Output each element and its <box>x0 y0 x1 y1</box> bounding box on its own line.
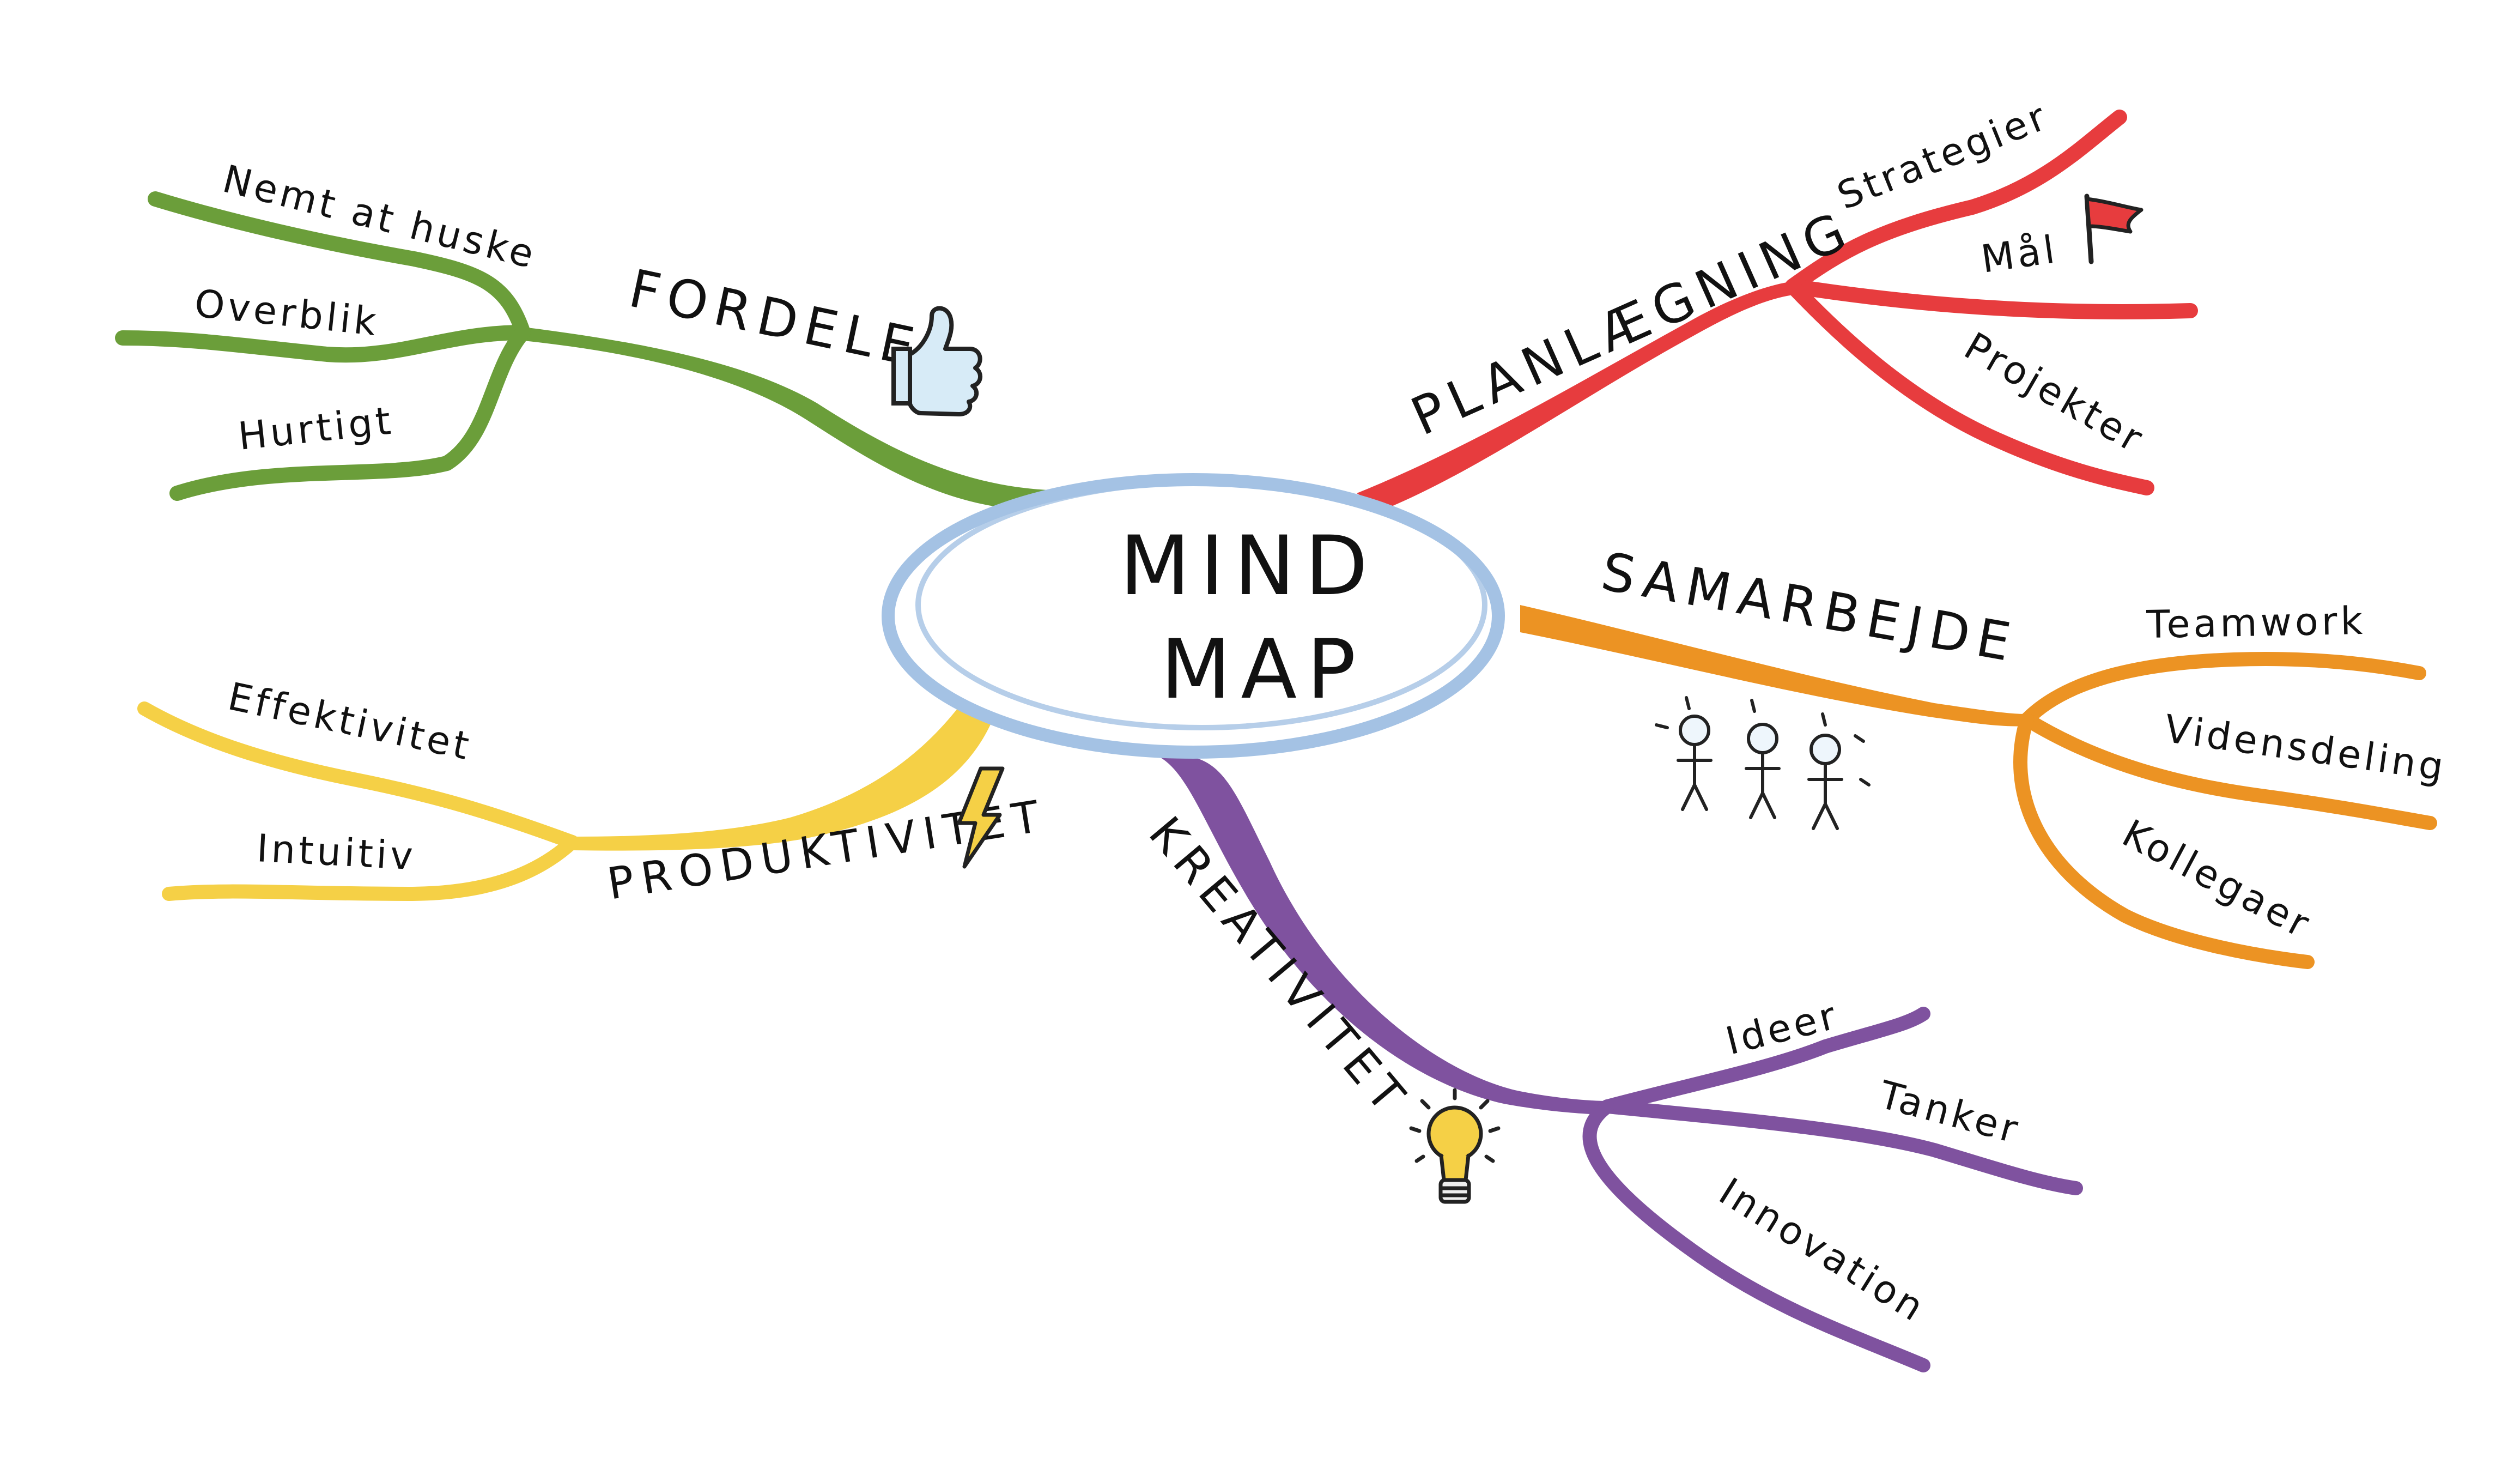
fordele-leaf-line-1 <box>148 191 531 340</box>
kreativitet-leaf-line-3 <box>1582 1099 1930 1372</box>
kreativitet-main-branch <box>1161 755 1607 1115</box>
samarbejde-leaf-line-2 <box>2020 712 2437 830</box>
produktivitet-main-branch <box>572 684 997 851</box>
planlaegning-leaf-1: Strategier <box>1831 93 2055 219</box>
center-ellipse-outer <box>882 473 1505 759</box>
center-title-line-2: MAP <box>1161 622 1366 717</box>
fordele-leaf-line-3 <box>169 325 531 501</box>
produktivitet-leaf-2: Intuitiv <box>256 826 417 879</box>
lightbulb-icon <box>1409 1088 1501 1204</box>
kreativitet-label: KREATIVITET <box>1139 807 1420 1127</box>
person-1-icon <box>1677 715 1713 811</box>
fordele-leaf-3: Hurtigt <box>236 398 396 459</box>
planlaegning-leaf-2: Mål <box>1978 227 2061 282</box>
kreativitet-leaf-3: Innovation <box>1711 1169 1934 1332</box>
planlaegning-main-branch <box>1357 281 1798 510</box>
samarbejde-leaf-2: Vidensdeling <box>2162 706 2450 790</box>
branch-fordele: FORDELE Nemt at huske Overblik Hurtigt <box>115 156 1068 511</box>
center-ellipse-inner <box>915 480 1487 730</box>
kreativitet-leaf-line-2 <box>1600 1099 2083 1195</box>
fordele-leaf-2: Overblik <box>192 281 381 344</box>
branch-planlaegning: PLANLÆGNING Strategier Mål Projekter <box>1357 93 2198 510</box>
people-icon <box>1655 696 1871 830</box>
samarbejde-leaf-1: Teamwork <box>2146 598 2366 647</box>
person-3-icon <box>1807 734 1843 830</box>
center-node: MIND MAP <box>882 473 1505 759</box>
lightning-icon <box>957 766 1005 869</box>
branch-produktivitet: PRODUKTIVITET Effektivitet Intuitiv <box>137 674 1050 910</box>
fordele-main-branch <box>523 327 1068 511</box>
samarbejde-main-branch <box>1520 605 2027 727</box>
thumbs-up-icon <box>891 306 982 416</box>
samarbejde-leaf-line-1 <box>2020 652 2426 727</box>
center-title-line-1: MIND <box>1120 519 1377 614</box>
planlaegning-leaf-line-1 <box>1785 110 2127 294</box>
produktivitet-leaf-line-1 <box>137 701 579 849</box>
person-2-icon <box>1745 723 1781 819</box>
produktivitet-leaf-line-2 <box>162 835 579 901</box>
planlaegning-label: PLANLÆGNING <box>1402 198 1862 447</box>
samarbejde-leaf-line-3 <box>2013 712 2315 969</box>
fordele-leaf-line-2 <box>115 325 531 363</box>
flag-icon <box>2084 193 2143 264</box>
branch-samarbejde: SAMARBEJDE Teamwork Vidensdeling Kollega… <box>1520 541 2450 969</box>
planlaegning-leaf-line-3 <box>1785 279 2154 495</box>
planlaegning-leaf-line-2 <box>1785 279 2198 319</box>
branch-kreativitet: KREATIVITET Ideer Tanker Innovation <box>1139 755 2083 1372</box>
kreativitet-leaf-line-1 <box>1600 1007 1930 1114</box>
